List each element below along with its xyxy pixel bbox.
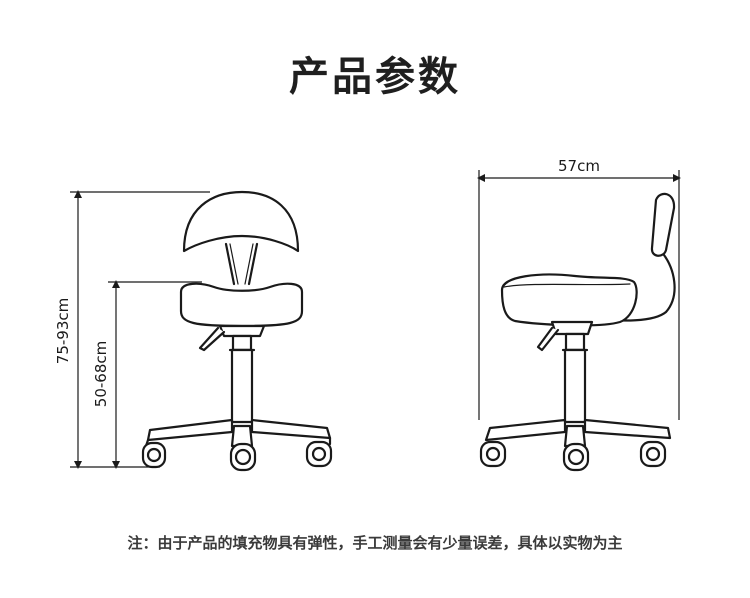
side-dimension-lines	[477, 170, 681, 420]
side-view-chair	[479, 192, 676, 472]
side-cylinder-top	[564, 332, 586, 352]
front-height-lever	[198, 326, 226, 352]
side-caster-left	[479, 440, 507, 468]
front-gas-cylinder	[230, 348, 254, 424]
front-cylinder-top	[231, 334, 253, 352]
front-dimension-lines	[70, 190, 210, 469]
front-base-spoke-right	[250, 418, 332, 440]
front-base-spoke-left	[146, 418, 234, 442]
front-caster-right	[305, 436, 333, 468]
front-backrest	[182, 190, 300, 253]
front-caster-left	[141, 438, 167, 469]
side-backrest	[650, 192, 676, 257]
front-view-chair	[141, 190, 333, 472]
side-seat	[500, 273, 638, 327]
front-seat	[179, 282, 304, 328]
front-seat-mechanism	[218, 324, 266, 338]
side-gas-cylinder	[563, 348, 587, 424]
side-seat-mechanism	[550, 320, 594, 336]
page-title: 产品参数	[289, 54, 461, 100]
side-caster-center	[562, 442, 590, 472]
total-height-label: 75-93cm	[54, 298, 72, 364]
seat-height-label: 50-68cm	[92, 341, 110, 407]
front-caster-center	[229, 442, 257, 472]
side-base-spoke-left	[484, 418, 567, 442]
front-backrest-strut	[224, 242, 259, 286]
depth-label: 57cm	[558, 157, 600, 175]
side-height-lever	[536, 326, 560, 352]
measurement-note: 注：由于产品的填充物具有弹性，手工测量会有少量误差，具体以实物为主	[127, 534, 623, 552]
side-base-spoke-right	[583, 418, 672, 440]
side-caster-right	[639, 440, 667, 468]
